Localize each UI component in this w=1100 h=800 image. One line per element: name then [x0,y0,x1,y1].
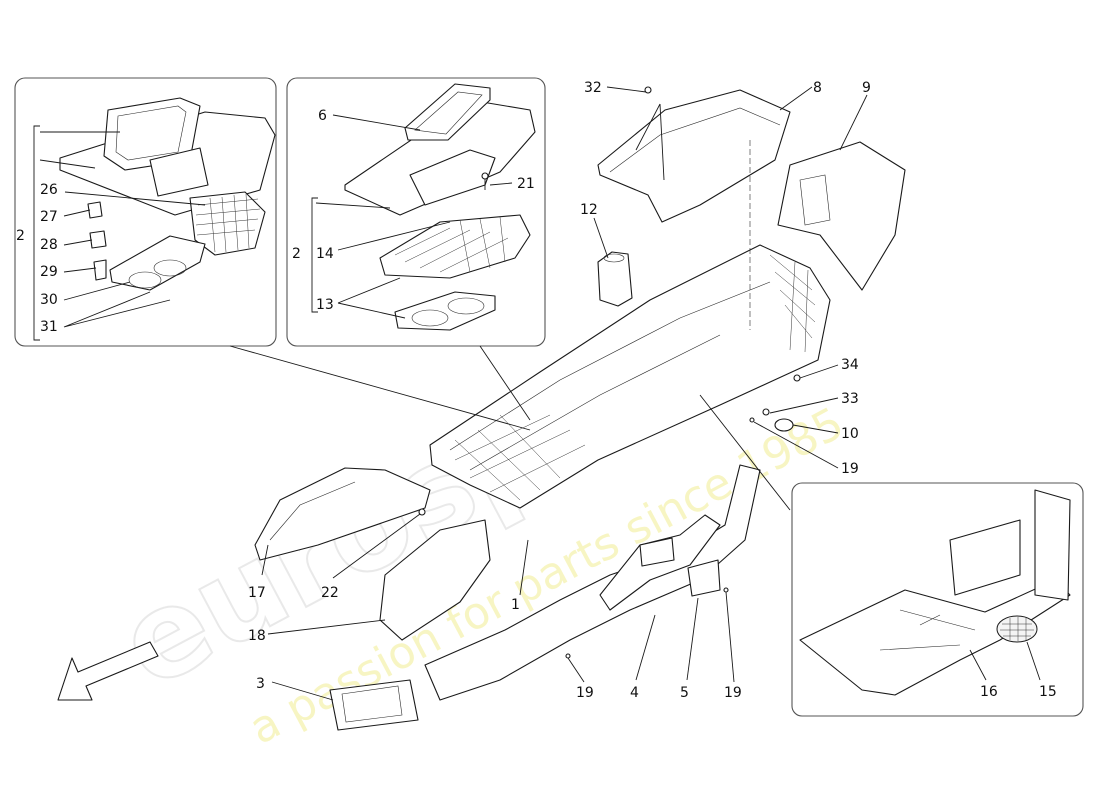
ring-10 [774,418,794,432]
part-29-plug [93,259,107,281]
cup-insert-12 [597,251,633,307]
callout-13: 13 [316,297,334,313]
front-direction-arrow [57,641,159,701]
part-27-clip [87,201,103,219]
callout-19-right: 19 [841,461,859,477]
mesh-tray-14 [379,214,531,279]
callout-8: 8 [813,80,822,96]
mesh-tray [189,191,266,256]
shield-flap-b [1034,489,1071,601]
callout-15: 15 [1039,684,1057,700]
callout-2-middle: 2 [292,246,301,262]
callout-21: 21 [517,176,535,192]
callout-34: 34 [841,357,859,373]
callout-22: 22 [321,585,339,601]
callout-1: 1 [511,597,520,613]
side-panel-17 [254,467,431,561]
part-28-socket [89,230,107,249]
duct-outlet-upper [639,537,675,567]
console-body [429,244,831,509]
callout-4: 4 [630,685,639,701]
callout-33: 33 [841,391,859,407]
storage-tray [409,149,496,206]
callout-19-lower: 19 [576,685,594,701]
callout-18: 18 [248,628,266,644]
callout-14: 14 [316,246,334,262]
side-bin-9 [777,141,906,291]
clip-19-duct [723,587,729,593]
screw-33 [762,408,770,416]
inset-box-cupholder-assembly: 2 26 27 28 29 30 31 [14,77,277,347]
inset-box-heat-shield: 16 15 [791,482,1084,717]
clip-19-right [749,417,755,423]
callout-30: 30 [40,292,58,308]
screw-22 [418,508,426,516]
callout-17: 17 [248,585,266,601]
callout-26: 26 [40,182,58,198]
callout-19-duct: 19 [724,685,742,701]
inset-box-trim-assembly: 2 6 21 14 13 [286,77,546,347]
mesh-disc-15 [996,615,1038,643]
callout-6: 6 [318,108,327,124]
callout-16: 16 [980,684,998,700]
screw-32 [644,86,652,94]
armrest-lid-8 [597,89,791,223]
callout-32: 32 [584,80,602,96]
callout-27: 27 [40,209,58,225]
callout-31: 31 [40,319,58,335]
callout-12: 12 [580,202,598,218]
callout-28: 28 [40,237,58,253]
callout-29: 29 [40,264,58,280]
main-console-assembly: 32 8 9 12 34 33 10 19 1 17 22 18 3 19 4 … [57,80,906,731]
callout-9: 9 [862,80,871,96]
callout-10: 10 [841,426,859,442]
shield-flap-a [949,519,1021,596]
callout-5: 5 [680,685,689,701]
heat-shield-16 [799,579,1071,696]
shifter-surround-6 [404,83,491,141]
air-duct-4 [424,464,761,701]
duct-outlet-5 [687,559,721,597]
screw-34 [793,374,801,382]
callout-2-left: 2 [16,228,25,244]
cupholder-base-13 [394,291,496,331]
storage-opening [149,147,209,197]
clip-19-lower [565,653,571,659]
side-trim-18 [379,519,491,641]
callout-3: 3 [256,676,265,692]
